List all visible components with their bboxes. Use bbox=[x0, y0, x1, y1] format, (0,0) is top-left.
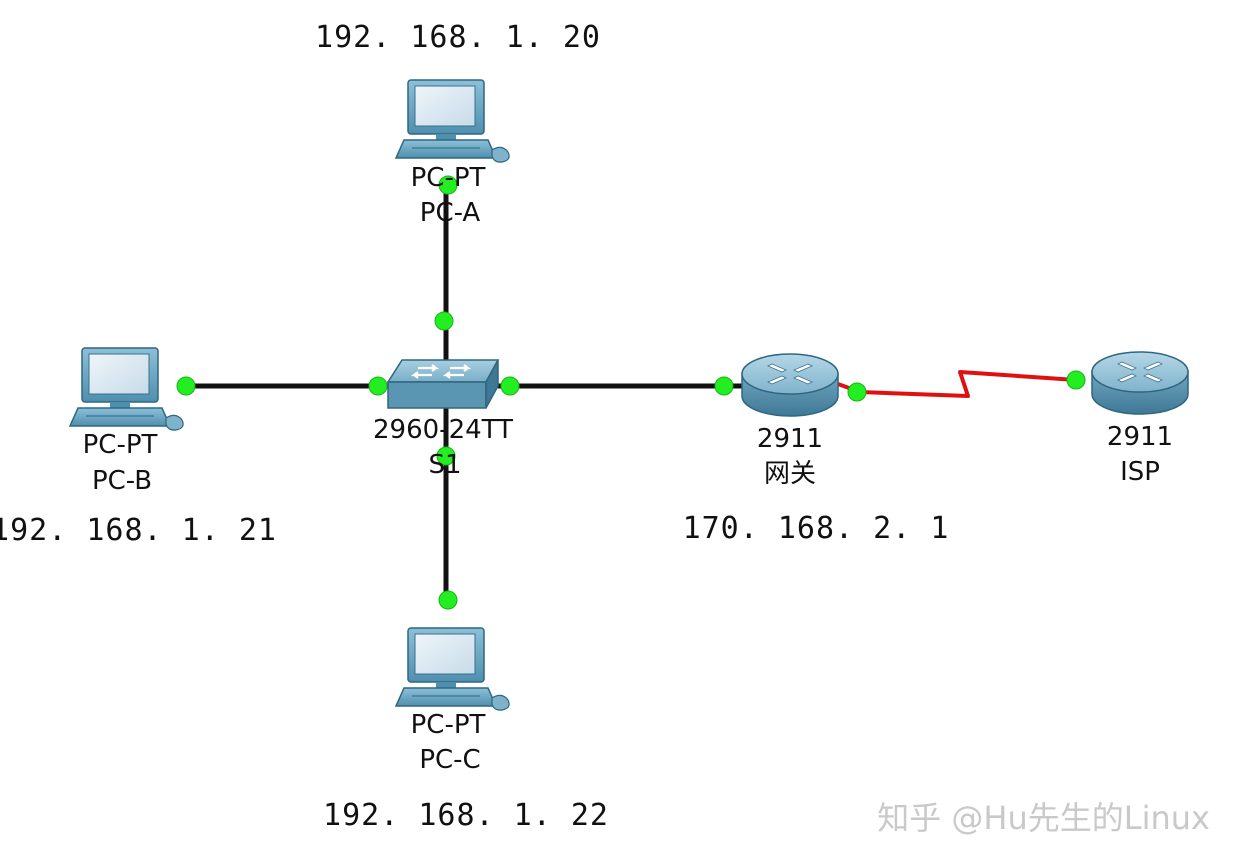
link-status-dot bbox=[176, 376, 196, 396]
router-icon bbox=[1091, 351, 1189, 415]
pc-a-ip-label: 192. 168. 1. 20 bbox=[315, 20, 601, 55]
router-icon bbox=[741, 353, 839, 417]
link-status-dot bbox=[436, 446, 456, 466]
isp-name-label: ISP bbox=[1120, 457, 1160, 487]
desktop-pc-icon bbox=[69, 347, 184, 431]
gateway-model-label: 2911 bbox=[757, 424, 823, 454]
pc-a-model-label: PC-PT bbox=[411, 163, 486, 193]
link-status-dot bbox=[438, 175, 458, 195]
switch-s1[interactable] bbox=[386, 359, 500, 409]
desktop-pc-icon bbox=[395, 79, 510, 163]
pc-c-ip-label: 192. 168. 1. 22 bbox=[323, 798, 609, 833]
router-gateway[interactable] bbox=[741, 353, 839, 417]
link-status-dot bbox=[500, 376, 520, 396]
router-isp[interactable] bbox=[1091, 351, 1189, 415]
pc-b-ip-label: 192. 168. 1. 21 bbox=[0, 513, 277, 548]
link-status-dot bbox=[368, 376, 388, 396]
switch-name-label: S1 bbox=[428, 450, 461, 480]
link-status-dot bbox=[434, 311, 454, 331]
pc-b-model-label: PC-PT bbox=[83, 430, 158, 460]
gateway-name-label: 网关 bbox=[764, 459, 816, 489]
link-status-dot bbox=[1066, 370, 1086, 390]
watermark-text: 知乎 @Hu先生的Linux bbox=[877, 799, 1210, 837]
switch-icon bbox=[386, 359, 500, 409]
pc-a-name-label: PC-A bbox=[420, 198, 481, 228]
pc-c[interactable] bbox=[395, 627, 510, 711]
link-status-dot bbox=[714, 376, 734, 396]
isp-model-label: 2911 bbox=[1107, 422, 1173, 452]
gateway-ip-label: 170. 168. 2. 1 bbox=[683, 511, 950, 546]
link-gateway-isp-serial[interactable] bbox=[837, 370, 1077, 398]
link-status-dot bbox=[847, 382, 867, 402]
switch-model-label: 2960-24TT bbox=[373, 415, 513, 445]
pc-b[interactable] bbox=[69, 347, 184, 431]
pc-c-name-label: PC-C bbox=[419, 745, 480, 775]
desktop-pc-icon bbox=[395, 627, 510, 711]
pc-a[interactable] bbox=[395, 79, 510, 163]
pc-b-name-label: PC-B bbox=[92, 466, 152, 496]
link-status-dot bbox=[438, 590, 458, 610]
pc-c-model-label: PC-PT bbox=[411, 710, 486, 740]
